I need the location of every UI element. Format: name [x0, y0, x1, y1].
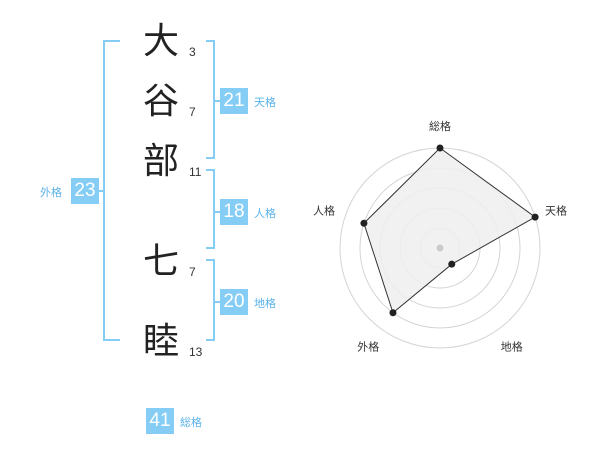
- tenkaku-bracket: [206, 40, 215, 159]
- radar-axis-label-3: 地格: [501, 340, 523, 354]
- radar-point-4: [389, 309, 397, 317]
- stroke-count-4: 7: [189, 265, 196, 279]
- gaikaku-badge: 23: [71, 178, 99, 204]
- radar-point-2: [531, 213, 539, 221]
- gaikaku-bracket: [103, 40, 120, 341]
- stroke-count-2: 7: [189, 105, 196, 119]
- chikaku-label: 地格: [254, 297, 276, 310]
- tenkaku-label: 天格: [254, 96, 276, 109]
- tenkaku-badge: 21: [220, 88, 248, 114]
- chikaku-badge: 20: [220, 289, 248, 315]
- radar-axis-label-2: 天格: [545, 203, 567, 217]
- radar-axis-label-1: 総格: [429, 119, 451, 133]
- stroke-count-3: 11: [189, 165, 202, 179]
- gaikaku-label: 外格: [40, 186, 62, 199]
- jinkaku-bracket: [206, 169, 215, 249]
- soukaku-badge: 41: [146, 408, 174, 434]
- name-char-2: 谷: [142, 81, 179, 122]
- name-char-1: 大: [142, 21, 179, 62]
- jinkaku-label: 人格: [254, 207, 276, 220]
- radar-axis-label-5: 人格: [313, 203, 335, 217]
- stroke-count-1: 3: [189, 45, 196, 59]
- radar-points: [360, 144, 539, 317]
- jinkaku-badge: 18: [220, 199, 248, 225]
- radar-point-3: [448, 260, 456, 268]
- radar-polygon: [363, 147, 537, 314]
- name-char-5: 睦: [142, 321, 179, 362]
- stroke-count-5: 13: [189, 345, 203, 359]
- radar-center-dot: [436, 244, 444, 252]
- name-char-4: 七: [142, 241, 179, 282]
- soukaku-label: 総格: [180, 416, 202, 429]
- radar-axis-label-4: 外格: [357, 340, 379, 354]
- chikaku-bracket: [206, 259, 215, 341]
- radar-point-5: [360, 219, 368, 227]
- name-char-3: 部: [142, 141, 179, 182]
- radar-point-1: [436, 144, 444, 152]
